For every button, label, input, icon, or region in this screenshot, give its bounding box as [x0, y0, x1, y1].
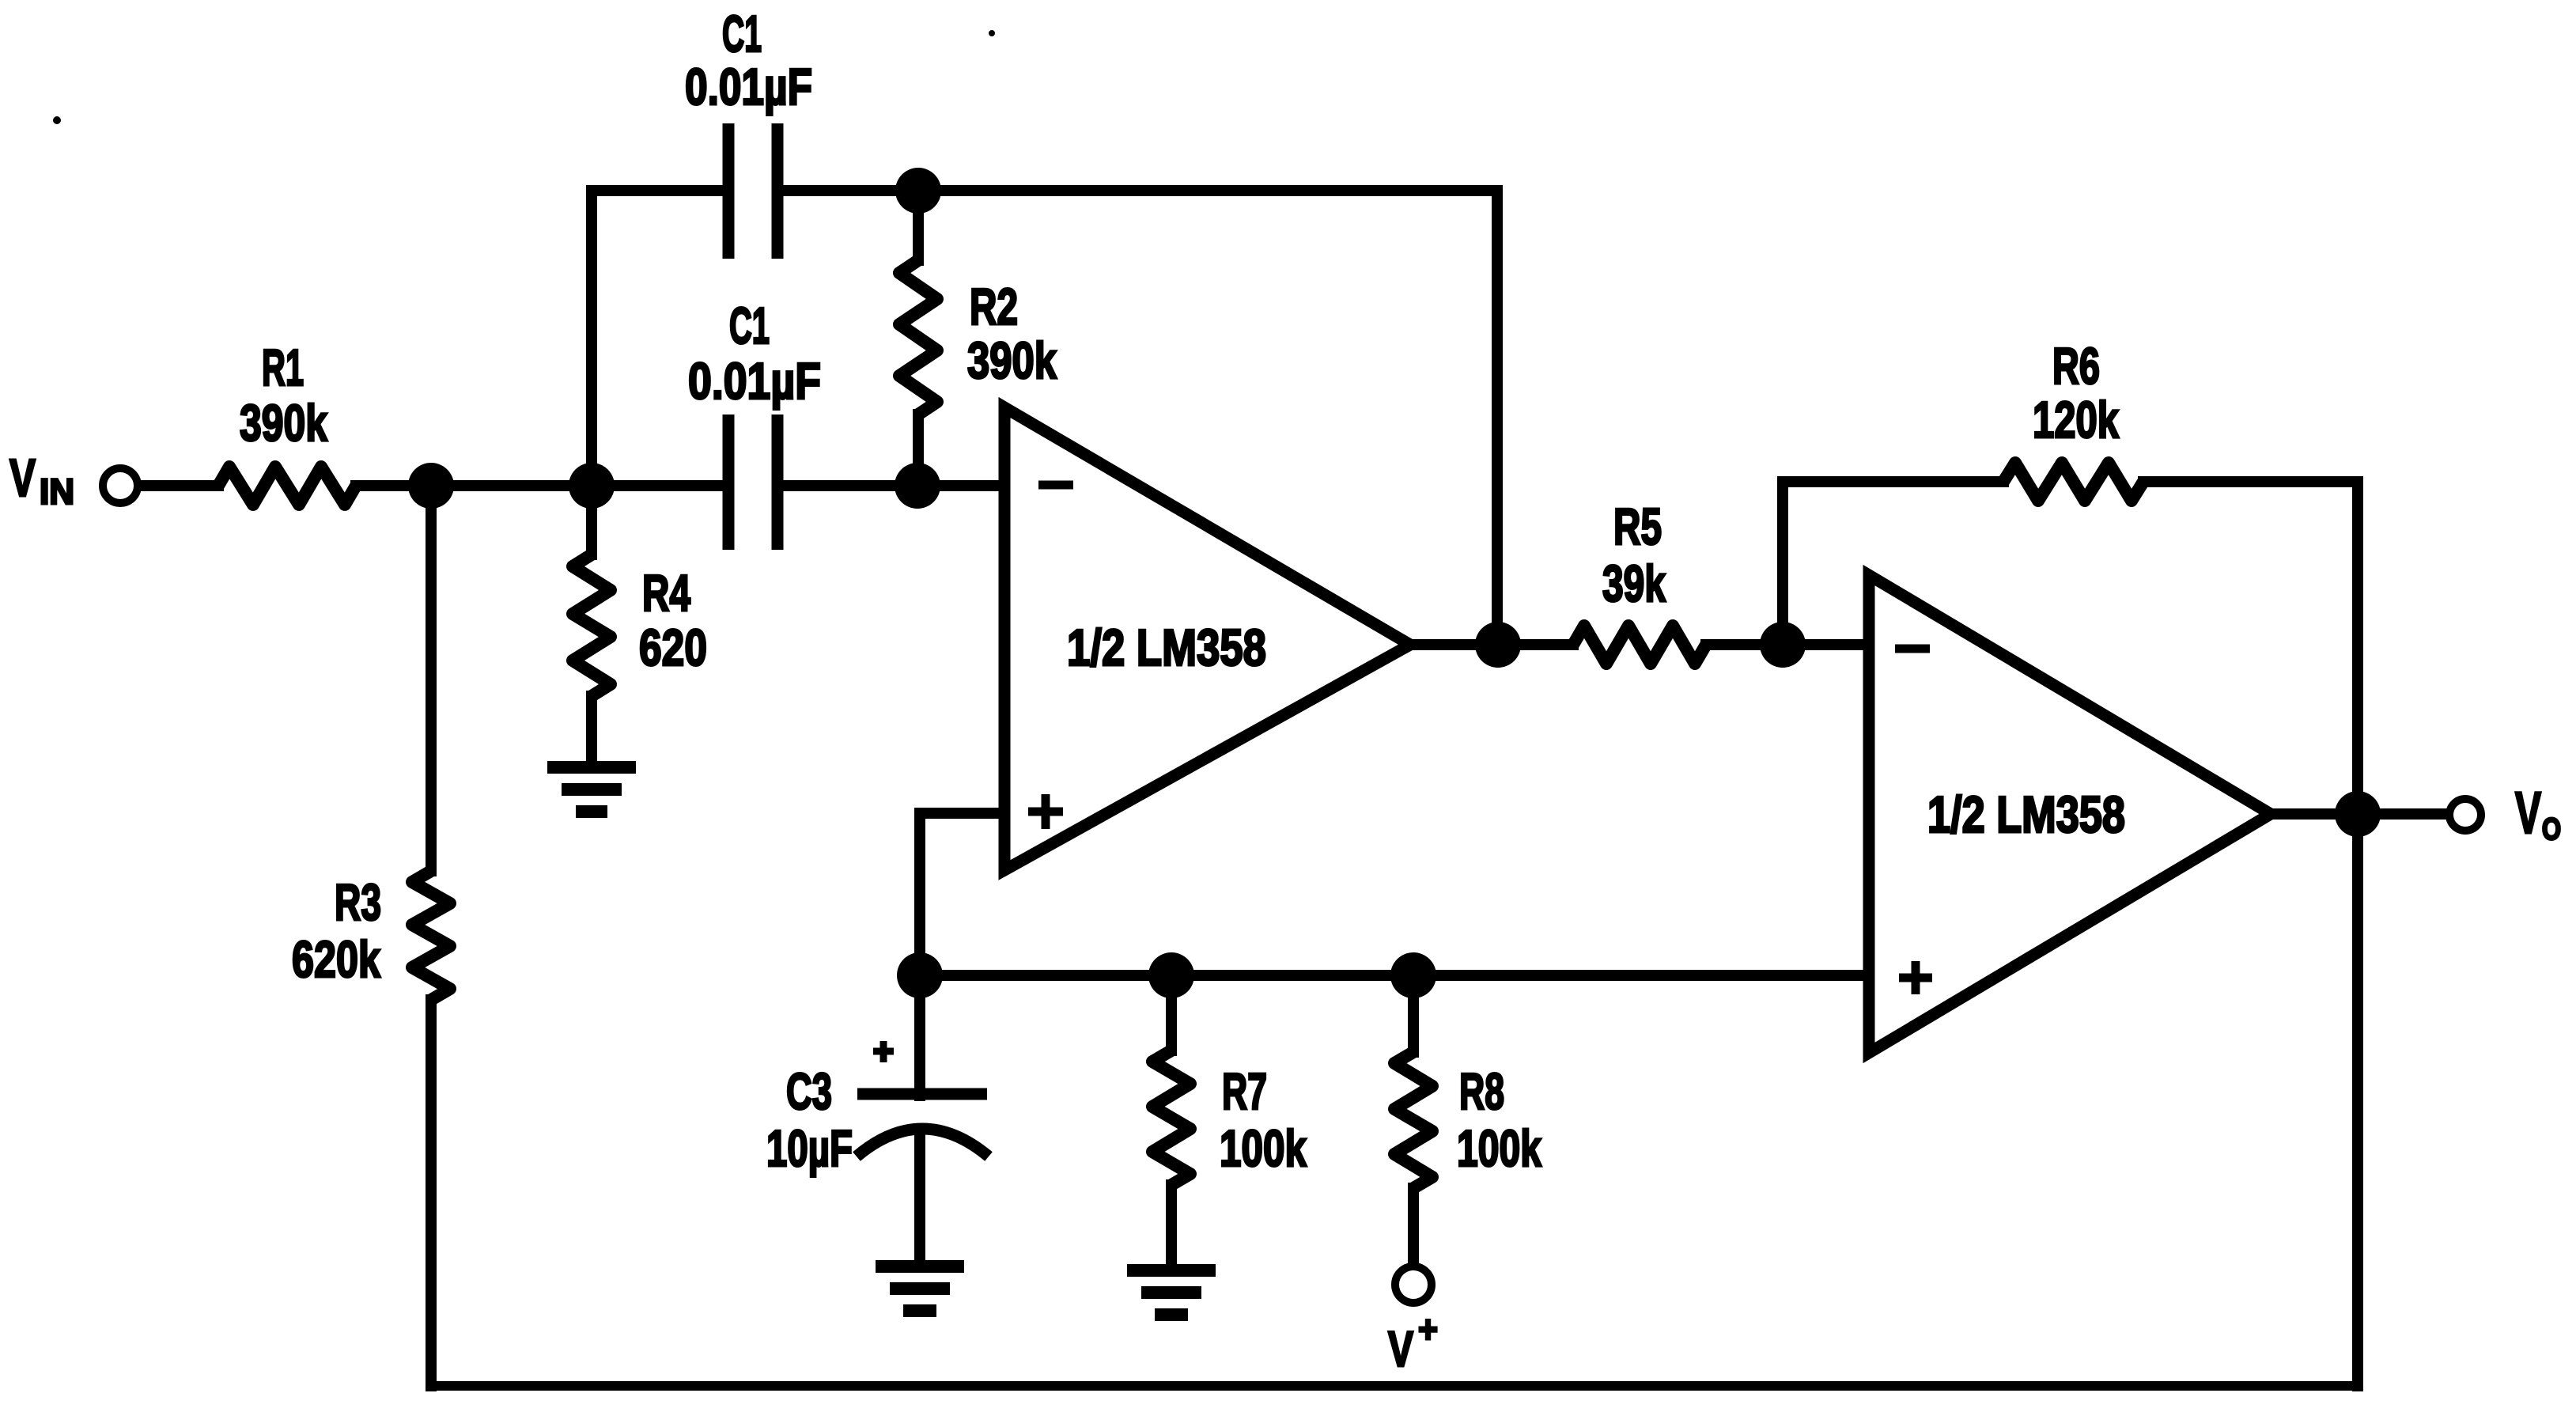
svg-text:IN: IN — [40, 471, 74, 512]
svg-text:O: O — [2542, 812, 2561, 846]
svg-text:0.01µF: 0.01µF — [685, 58, 812, 115]
svg-text:R4: R4 — [642, 564, 690, 622]
svg-text:V: V — [9, 449, 36, 508]
svg-text:R5: R5 — [1613, 498, 1662, 555]
svg-text:R1: R1 — [262, 339, 304, 396]
svg-text:R6: R6 — [2052, 337, 2100, 395]
svg-text:C1: C1 — [729, 297, 770, 354]
svg-text:R3: R3 — [335, 873, 381, 931]
svg-text:V: V — [1388, 1322, 1413, 1377]
svg-text:390k: 390k — [240, 394, 328, 452]
svg-text:120k: 120k — [2033, 391, 2120, 449]
svg-text:+: + — [1418, 1309, 1438, 1351]
svg-text:100k: 100k — [1457, 1119, 1542, 1177]
svg-text:10µF: 10µF — [766, 1119, 853, 1177]
svg-text:V: V — [2515, 780, 2541, 846]
svg-text:1/2 LM358: 1/2 LM358 — [1927, 785, 2125, 843]
svg-text:C3: C3 — [786, 1062, 832, 1120]
svg-text:0.01µF: 0.01µF — [688, 352, 821, 410]
svg-text:C1: C1 — [722, 5, 762, 62]
svg-text:620k: 620k — [292, 930, 381, 988]
svg-text:R8: R8 — [1459, 1062, 1504, 1120]
svg-text:39k: 39k — [1602, 555, 1666, 612]
svg-text:R7: R7 — [1222, 1062, 1267, 1120]
svg-text:R2: R2 — [970, 278, 1018, 335]
svg-text:620: 620 — [639, 619, 707, 676]
svg-text:100k: 100k — [1220, 1119, 1307, 1177]
svg-text:1/2 LM358: 1/2 LM358 — [1067, 619, 1266, 676]
svg-text:390k: 390k — [967, 331, 1057, 389]
